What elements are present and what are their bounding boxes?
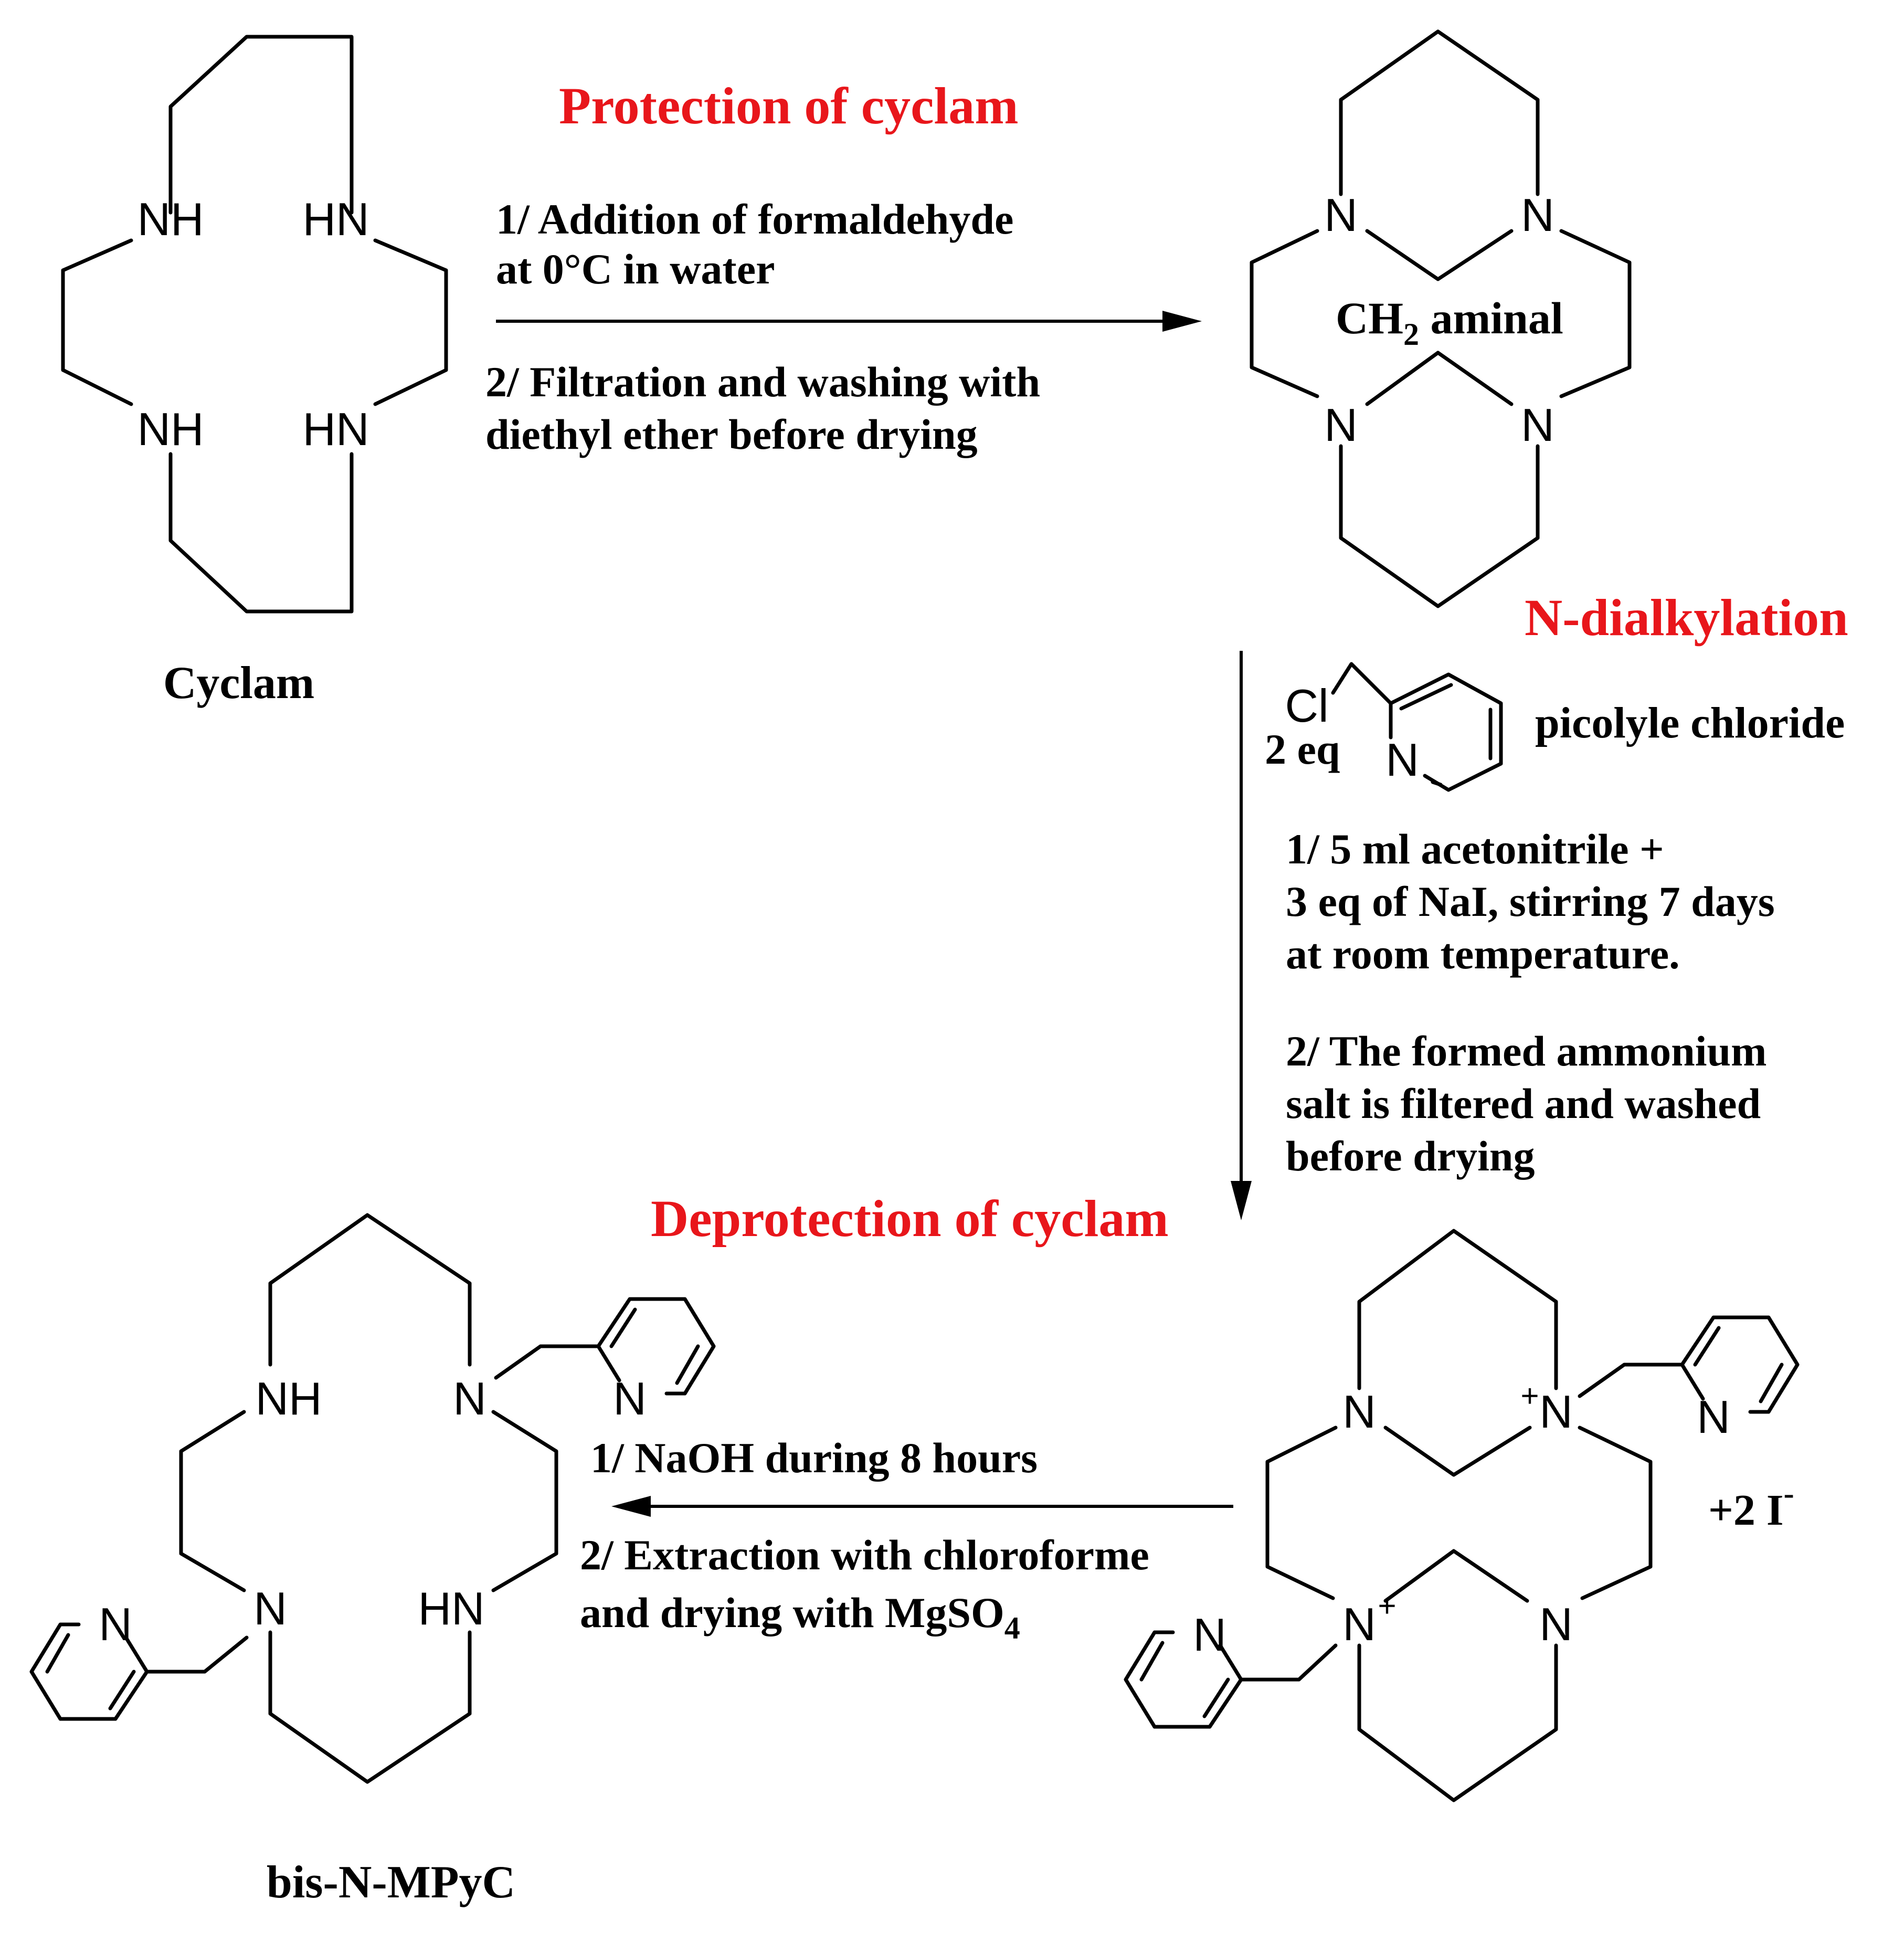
cyclam-nh-top-left: NH: [137, 193, 204, 245]
product-structure: NH N N HN N N: [29, 1213, 716, 1784]
reagent-cl: Cl: [1285, 680, 1328, 732]
cyclam-hn-top-right: HN: [302, 193, 369, 245]
product-n-1: N: [453, 1373, 486, 1424]
label-bis-n-mpyc: bis-N-MPyC: [267, 1857, 515, 1908]
protection-step-2-line-2: diethyl ether before drying: [485, 410, 978, 458]
product-nh: NH: [255, 1373, 322, 1424]
salt-n-1: N: [1342, 1386, 1376, 1438]
cyclam-nh-bottom-left: NH: [137, 403, 204, 455]
label-picolyle-chloride: picolyle chloride: [1535, 699, 1845, 747]
salt-charge-2: +: [1378, 1588, 1396, 1623]
reagent-equivalents: 2 eq: [1265, 725, 1340, 773]
alkylation-step-2-line-1: 2/ The formed ammonium: [1286, 1027, 1767, 1075]
salt-n-plus-1: N: [1539, 1386, 1573, 1438]
heading-deprotection: Deprotection of cyclam: [651, 1189, 1169, 1248]
aminal-n-2: N: [1521, 189, 1554, 241]
product-n-2: N: [253, 1582, 287, 1634]
aminal-n-4: N: [1521, 399, 1554, 451]
arrowhead-deprotection: [611, 1496, 651, 1517]
salt-charge-1: +: [1520, 1378, 1539, 1413]
cyclam-hn-bottom-right: HN: [302, 403, 369, 455]
ammonium-salt-structure: N N + N + N N N: [1124, 1229, 1800, 1802]
alkylation-step-1-line-1: 1/ 5 ml acetonitrile +: [1286, 825, 1664, 873]
aminal-structure: N N N N CH2 aminal: [1250, 29, 1632, 608]
heading-protection: Protection of cyclam: [559, 77, 1019, 135]
alkylation-step-2-line-3: before drying: [1286, 1132, 1535, 1180]
arrowhead-n-dialkylation: [1231, 1181, 1252, 1220]
salt-n-2: N: [1539, 1598, 1573, 1650]
picolyle-chloride-structure: Cl N: [1285, 662, 1503, 792]
salt-pyridine-n-2: N: [1193, 1609, 1226, 1661]
heading-n-dialkylation: N-dialkylation: [1525, 588, 1848, 647]
salt-n-plus-2: N: [1342, 1598, 1376, 1650]
reagent-pyridine-n: N: [1385, 734, 1419, 786]
label-ch2-aminal: CH2 aminal: [1336, 293, 1563, 352]
deprotection-step-2-line-2: and drying with MgSO4: [580, 1589, 1020, 1645]
deprotection-step-2-line-1: 2/ Extraction with chloroforme: [580, 1531, 1149, 1579]
alkylation-step-2-line-2: salt is filtered and washed: [1286, 1080, 1761, 1127]
protection-step-1-line-2: at 0°C in water: [496, 245, 775, 293]
label-cyclam: Cyclam: [163, 658, 314, 709]
aminal-n-3: N: [1324, 399, 1358, 451]
product-pyridine-n-1: N: [613, 1373, 647, 1424]
protection-step-2-line-1: 2/ Filtration and washing with: [485, 358, 1040, 406]
label-counterion: +2 I-: [1708, 1476, 1794, 1535]
alkylation-step-1-line-2: 3 eq of NaI, stirring 7 days: [1286, 878, 1775, 925]
protection-step-1-line-1: 1/ Addition of formaldehyde: [496, 195, 1013, 243]
alkylation-step-1-line-3: at room temperature.: [1286, 930, 1680, 978]
deprotection-step-1: 1/ NaOH during 8 hours: [590, 1434, 1038, 1482]
aminal-n-1: N: [1324, 189, 1358, 241]
salt-pyridine-n-1: N: [1697, 1391, 1730, 1443]
arrowhead-protection: [1162, 311, 1202, 332]
product-pyridine-n-2: N: [99, 1598, 132, 1650]
product-hn: HN: [418, 1582, 484, 1634]
cyclam-structure: NH HN NH HN: [61, 35, 448, 614]
